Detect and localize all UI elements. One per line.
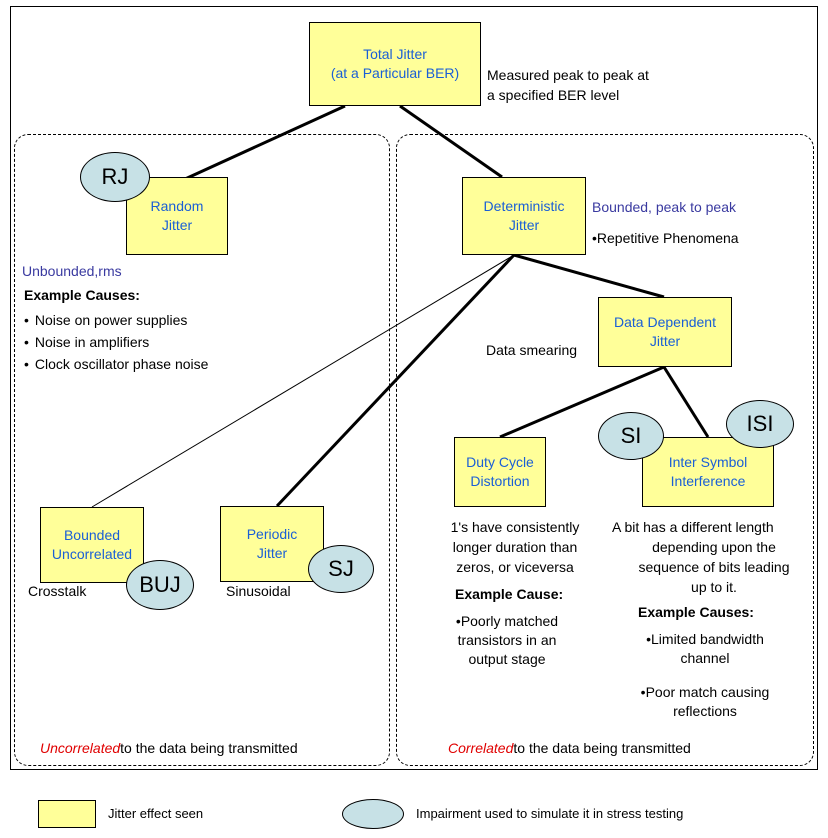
random-causes-list: Noise on power supplies Noise in amplifi… [24,309,209,375]
deterministic-jitter-box: Deterministic Jitter [462,177,586,255]
isi-causes-title: Example Causes: [638,604,754,620]
correlated-statement: Correlatedto the data being transmitted [448,739,691,758]
isi-label: ISI [746,411,774,436]
dcd-desc: 1's have consistently longer duration th… [420,517,610,577]
isi-desc-line: A bit has a different length [612,519,774,535]
total-jitter-box: Total Jitter (at a Particular BER) [309,22,481,106]
line-total-deterministic [399,104,503,179]
legend-ellipse-swatch [342,799,404,829]
isi-cause-line: •Limited bandwidth [646,631,764,647]
dcd-cause-line: •Poorly matched [455,613,559,629]
crosstalk-label: Crosstalk [28,583,87,599]
ddj-line2: Jitter [649,333,681,349]
deterministic-jitter-line2: Jitter [508,217,540,233]
si-label: SI [620,423,642,448]
sj-ellipse: SJ [308,545,374,593]
total-jitter-line1: Total Jitter [363,46,427,62]
rj-ellipse: RJ [80,152,150,202]
pj-line1: Periodic [246,526,298,542]
isi-cause-line: •Poor match causing [640,684,770,700]
buj-line2: Uncorrelated [51,546,133,562]
random-cause-item: Noise in amplifiers [24,331,208,353]
legend-box-swatch [38,800,96,828]
correlated-rest: to the data being transmitted [513,740,691,756]
dcd-line1: Duty Cycle [466,454,534,470]
buj-label: BUJ [139,572,181,597]
rj-label: RJ [101,164,129,189]
random-cause-item: Noise on power supplies [24,309,208,331]
dcd-desc-line: zeros, or viceversa [456,559,574,575]
dcd-cause: •Poorly matched transistors in an output… [432,612,582,669]
dcd-cause-text: Poorly matched [460,613,559,629]
dcd-line2: Distortion [470,473,530,489]
dcd-desc-line: 1's have consistently [450,519,580,535]
isi-cause-text: Limited bandwidth [651,631,764,647]
dcd-cause-title: Example Cause: [455,586,564,602]
line-det-pj [275,253,516,508]
isi-line2: Interference [670,473,746,489]
isi-cause-2: •Poor match causing reflections [620,683,790,721]
duty-cycle-distortion-box: Duty Cycle Distortion [454,437,546,507]
uncorrelated-region [14,134,390,766]
uncorrelated-em: Uncorrelated [40,740,121,756]
buj-ellipse: BUJ [126,560,194,610]
total-jitter-desc-2: a specified BER level [487,87,620,103]
data-dependent-jitter-box: Data Dependent Jitter [598,297,732,367]
isi-desc-line: depending upon the [652,539,776,555]
isi-cause-1: •Limited bandwidth channel [620,630,790,668]
isi-cause-line: reflections [673,703,737,719]
deterministic-jitter-line1: Deterministic [483,198,565,214]
random-cause-item: Clock oscillator phase noise [24,353,209,375]
isi-cause-text: Poor match causing [645,684,770,700]
periodic-jitter-box: Periodic Jitter [220,506,324,582]
ddj-line1: Data Dependent [614,314,716,330]
isi-cause-line: channel [680,650,730,666]
random-jitter-line2: Jitter [161,217,193,233]
dcd-cause-line: transistors in an [457,632,557,648]
dcd-desc-line: longer duration than [452,539,578,555]
buj-line1: Bounded [63,527,121,543]
sj-label: SJ [328,556,354,581]
diagram-frame [10,6,818,770]
correlated-region [396,134,814,766]
deterministic-desc: Bounded, peak to peak [592,199,737,215]
uncorrelated-statement: Uncorrelatedto the data being transmitte… [40,739,298,758]
pj-line2: Jitter [256,545,288,561]
isi-desc-line: sequence of bits leading [638,559,790,575]
sinusoidal-label: Sinusoidal [226,583,291,599]
dcd-cause-line: output stage [468,651,546,667]
random-jitter-desc: Unbounded,rms [22,263,122,279]
isi-line1: Inter Symbol [668,454,748,470]
bounded-uncorrelated-box: Bounded Uncorrelated [40,507,144,583]
line-det-buj [91,254,515,508]
uncorrelated-rest: to the data being transmitted [120,740,298,756]
inter-symbol-interference-box: Inter Symbol Interference [642,437,774,507]
total-jitter-desc-1: Measured peak to peak at [487,67,649,83]
data-smearing-label: Data smearing [486,342,578,358]
line-det-ddj [513,253,665,299]
total-jitter-line2: (at a Particular BER) [330,65,460,81]
isi-desc-line: up to it. [691,579,737,595]
correlated-em: Correlated [448,740,514,756]
random-jitter-line1: Random [150,198,204,214]
isi-ellipse: ISI [726,400,794,448]
random-causes-title: Example Causes: [24,287,140,303]
line-ddj-dcd [499,365,665,439]
legend-ellipse-label: Impairment used to simulate it in stress… [416,806,684,821]
isi-desc: A bit has a different length depending u… [610,517,818,597]
legend-box-label: Jitter effect seen [108,806,204,821]
line-ddj-isi [662,366,710,438]
si-ellipse: SI [598,412,664,460]
deterministic-bullet-text: Repetitive Phenomena [596,230,739,246]
deterministic-bullet: •Repetitive Phenomena [592,230,739,246]
